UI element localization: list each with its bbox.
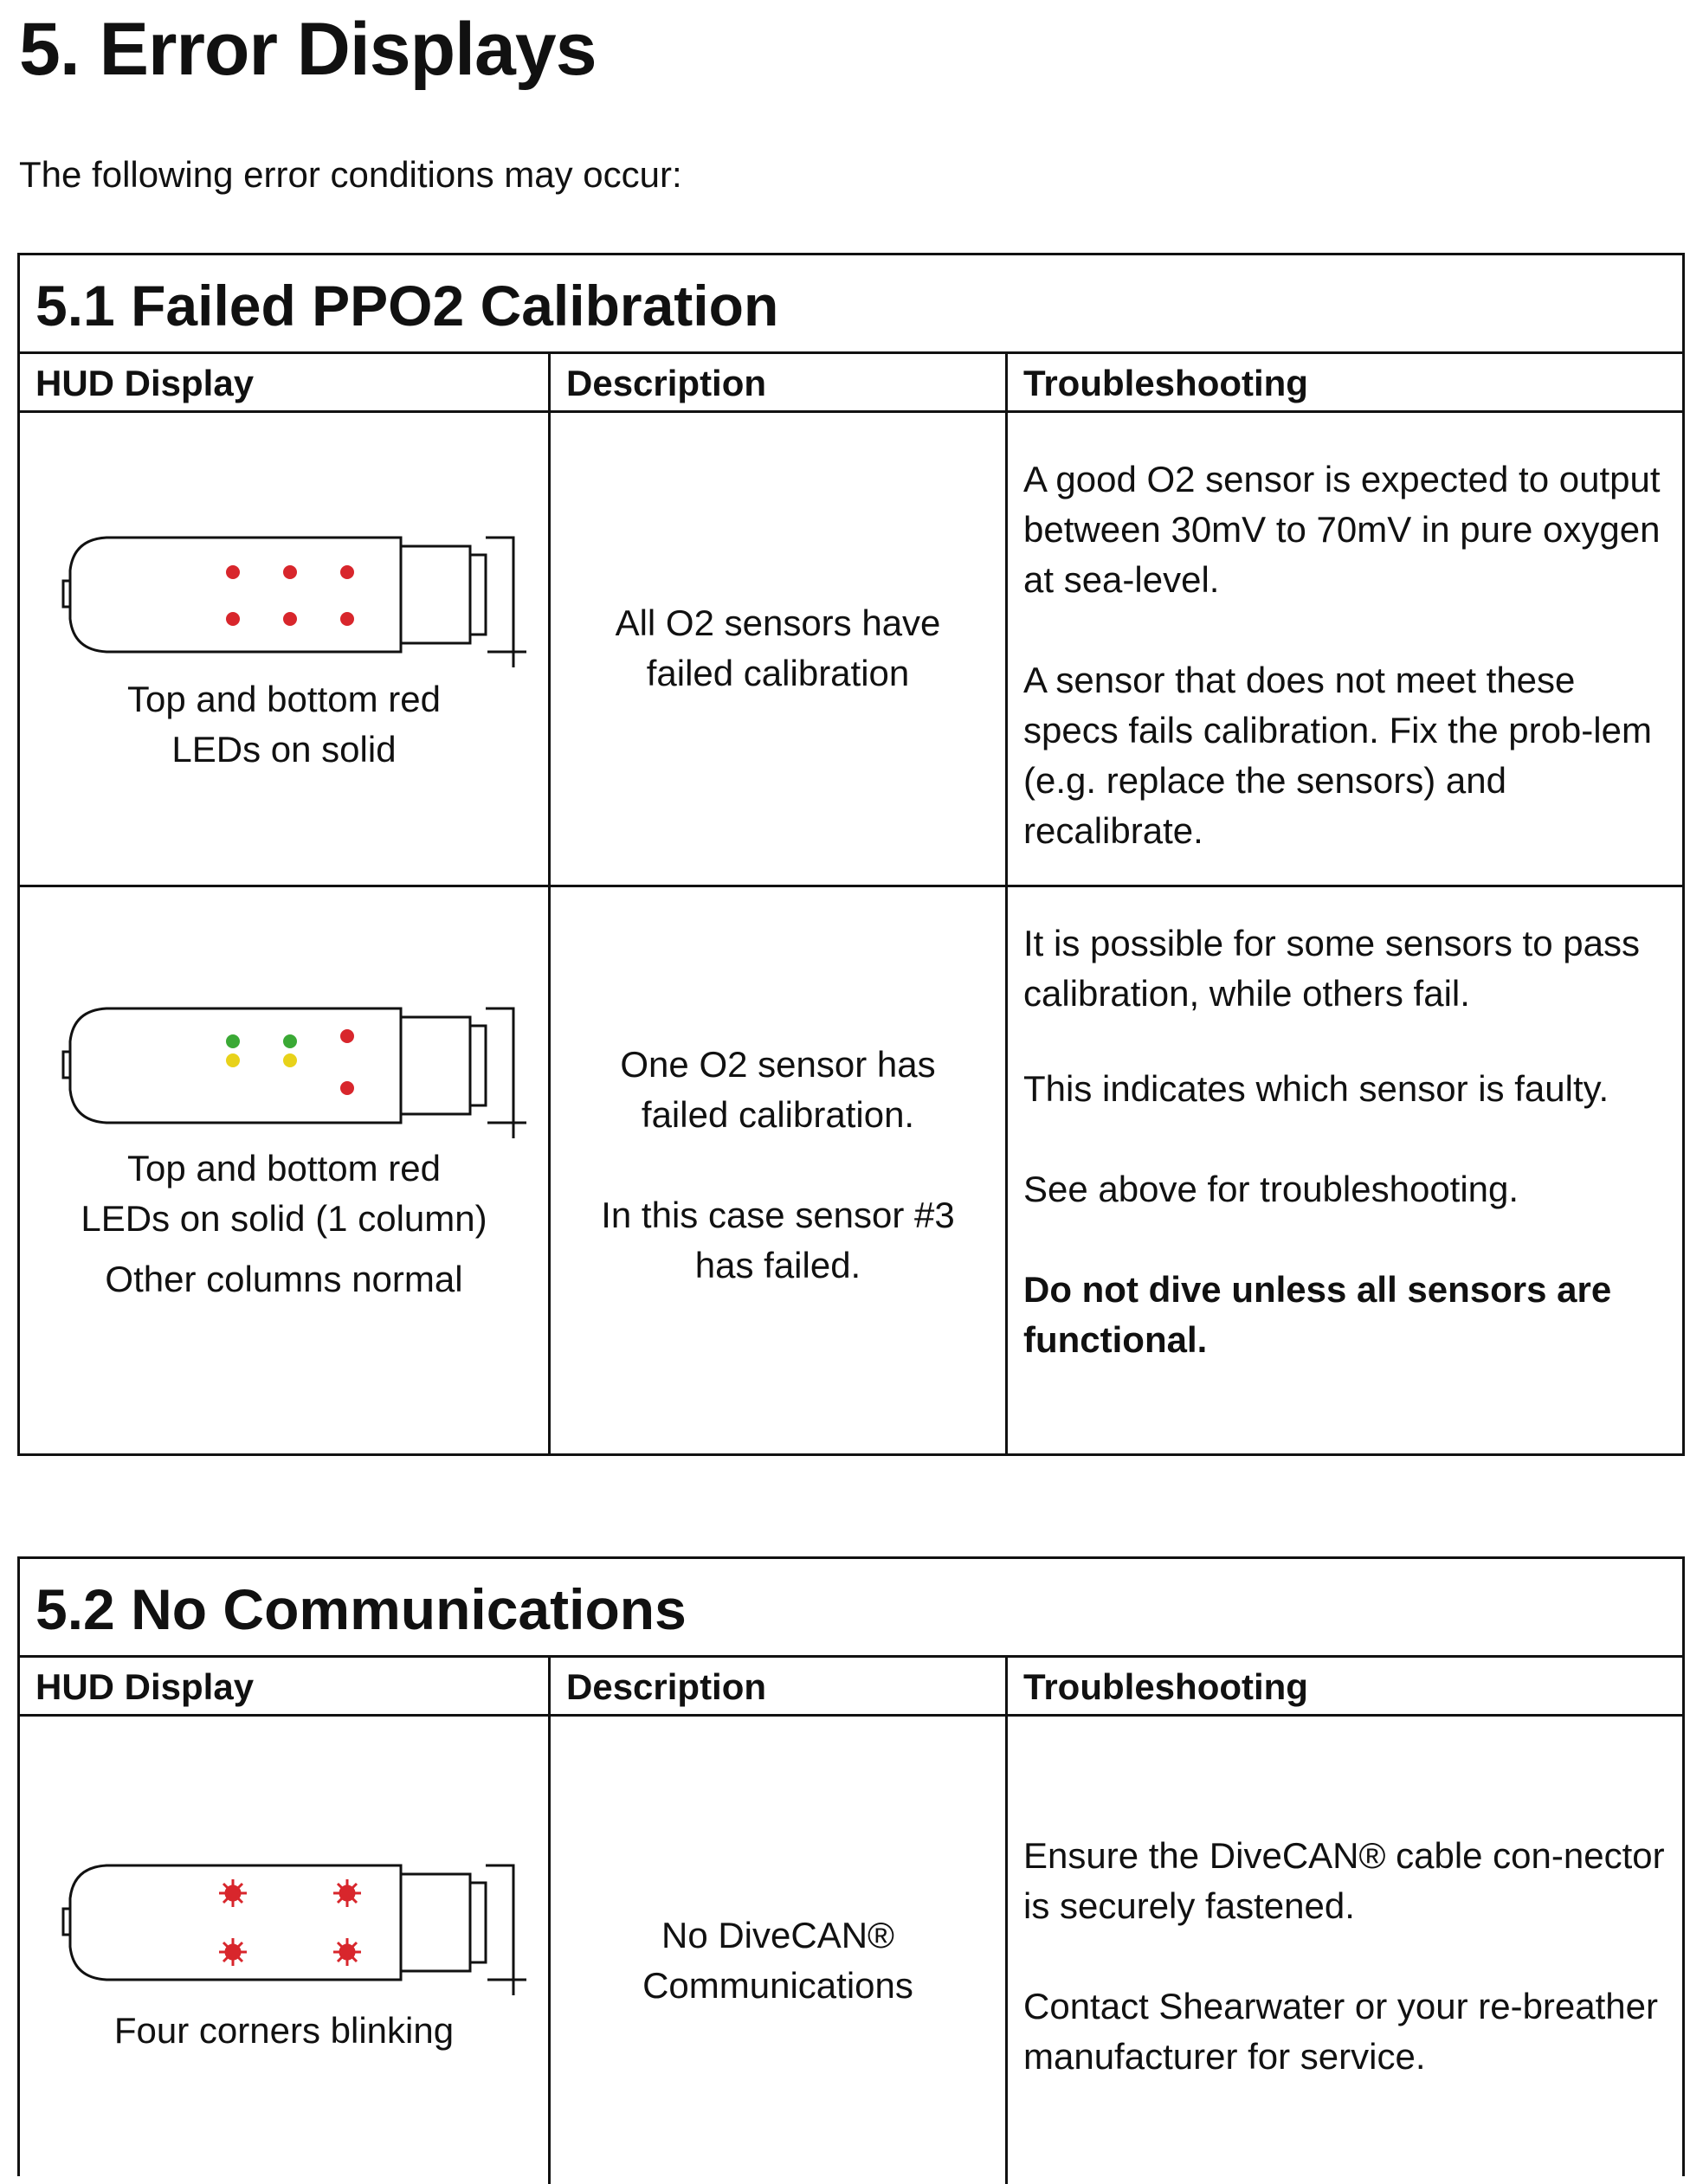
- hud-display-cell: Top and bottom red LEDs on solid: [20, 413, 551, 885]
- hud-device-icon: [61, 1007, 526, 1138]
- description-cell: All O2 sensors have failed calibration: [551, 413, 1008, 885]
- table-row: Top and bottom red LEDs on solid All O2 …: [20, 413, 1682, 887]
- blinking-led-grid: [219, 1879, 361, 1966]
- table-header: HUD Display Description Troubleshooting: [20, 354, 1682, 413]
- yellow-led-icon: [283, 1053, 297, 1067]
- header-hud-display: HUD Display: [20, 354, 551, 410]
- page-title: 5. Error Displays: [19, 8, 597, 91]
- green-led-icon: [283, 1034, 297, 1048]
- hud-device-icon: [61, 1864, 526, 1995]
- led-icon: [283, 565, 297, 579]
- troubleshooting-text: A good O2 sensor is expected to output b…: [1023, 459, 1661, 851]
- section-failed-ppo2-calibration: 5.1 Failed PPO2 Calibration HUD Display …: [17, 253, 1685, 1456]
- hud-display-cell: Top and bottom red LEDs on solid (1 colu…: [20, 887, 551, 1453]
- red-led-icon: [340, 1029, 354, 1043]
- table-header: HUD Display Description Troubleshooting: [20, 1658, 1682, 1717]
- header-troubleshooting: Troubleshooting: [1023, 363, 1308, 403]
- hud-display-cell: Four corners blinking: [20, 1717, 551, 2184]
- header-description: Description: [551, 1658, 1008, 1714]
- led-icon: [340, 565, 354, 579]
- led-icon: [340, 612, 354, 626]
- troubleshooting-cell: A good O2 sensor is expected to output b…: [1008, 413, 1682, 885]
- troubleshooting-cell: It is possible for some sensors to pass …: [1008, 887, 1682, 1453]
- section-title: 5.1 Failed PPO2 Calibration: [20, 255, 1682, 354]
- table-row: Four corners blinking No DiveCAN® Commun…: [20, 1717, 1682, 2184]
- hud-device-icon: [61, 536, 526, 667]
- hud-caption: Top and bottom red LEDs on solid (1 colu…: [81, 1148, 487, 1299]
- header-hud-display: HUD Display: [20, 1658, 551, 1714]
- blinking-led-icon: [333, 1879, 361, 1907]
- intro-text: The following error conditions may occur…: [19, 154, 682, 195]
- led-icon: [226, 565, 240, 579]
- description-text: No DiveCAN® Communications: [642, 1915, 913, 2006]
- section-no-communications: 5.2 No Communications HUD Display Descri…: [17, 1556, 1685, 2184]
- red-led-icon: [340, 1081, 354, 1095]
- warning-text: Do not dive unless all sensors are funct…: [1023, 1269, 1612, 1360]
- hud-caption: Top and bottom red LEDs on solid: [127, 679, 441, 770]
- yellow-led-icon: [226, 1053, 240, 1067]
- led-icon: [226, 612, 240, 626]
- blinking-led-icon: [219, 1879, 247, 1907]
- description-cell: One O2 sensor has failed calibration. In…: [551, 887, 1008, 1453]
- blinking-led-icon: [219, 1938, 247, 1966]
- sensor-led-grid: [226, 1029, 354, 1095]
- description-text: One O2 sensor has failed calibration. In…: [601, 1044, 955, 1285]
- hud-caption: Four corners blinking: [113, 2010, 455, 2051]
- troubleshooting-text: It is possible for some sensors to pass …: [1023, 918, 1674, 1365]
- header-description: Description: [551, 354, 1008, 410]
- troubleshooting-cell: Ensure the DiveCAN® cable con-nector is …: [1008, 1717, 1682, 2184]
- header-troubleshooting: Troubleshooting: [1023, 1666, 1308, 1707]
- troubleshooting-text: Ensure the DiveCAN® cable con-nector is …: [1023, 1835, 1665, 2077]
- led-icon: [283, 612, 297, 626]
- green-led-icon: [226, 1034, 240, 1048]
- description-text: All O2 sensors have failed calibration: [615, 602, 941, 693]
- description-cell: No DiveCAN® Communications: [551, 1717, 1008, 2184]
- red-led-grid: [226, 565, 354, 626]
- blinking-led-icon: [333, 1938, 361, 1966]
- section-title: 5.2 No Communications: [20, 1559, 1682, 1658]
- table-row: Top and bottom red LEDs on solid (1 colu…: [20, 887, 1682, 1453]
